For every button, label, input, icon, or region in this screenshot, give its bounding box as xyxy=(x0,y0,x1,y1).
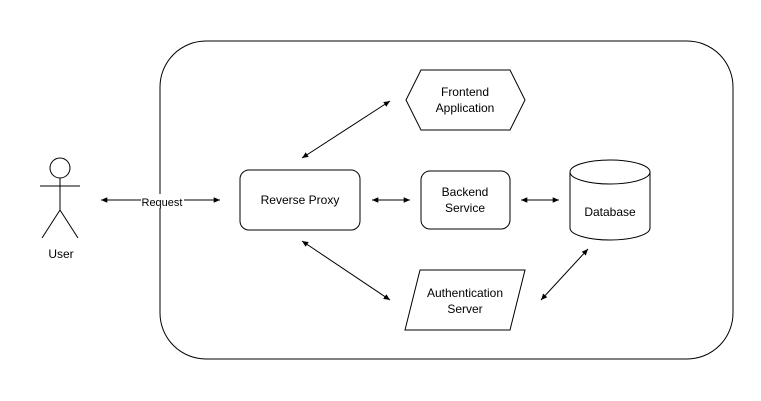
backend-service-node xyxy=(420,170,511,230)
database-node xyxy=(569,159,651,241)
database-label: Database xyxy=(584,205,636,219)
frontend-application-node xyxy=(405,69,526,131)
user-actor-icon xyxy=(40,157,80,239)
reverse-proxy-label: Reverse Proxy xyxy=(261,193,340,207)
user-label: User xyxy=(48,247,73,261)
proxy-frontend-edge xyxy=(301,100,391,159)
auth-database-edge xyxy=(540,248,589,301)
backend-label-line2: Service xyxy=(445,201,485,215)
authentication-server-node xyxy=(404,269,526,331)
frontend-label-line1: Frontend xyxy=(441,85,489,99)
auth-label-line1: Authentication xyxy=(427,286,503,300)
auth-label-line2: Server xyxy=(447,302,482,316)
frontend-label-line2: Application xyxy=(436,101,495,115)
request-label: Request xyxy=(142,197,183,209)
backend-label-line1: Backend xyxy=(442,185,489,199)
request-label-bg xyxy=(141,194,184,208)
proxy-auth-edge xyxy=(301,240,391,301)
reverse-proxy-node xyxy=(239,169,361,231)
